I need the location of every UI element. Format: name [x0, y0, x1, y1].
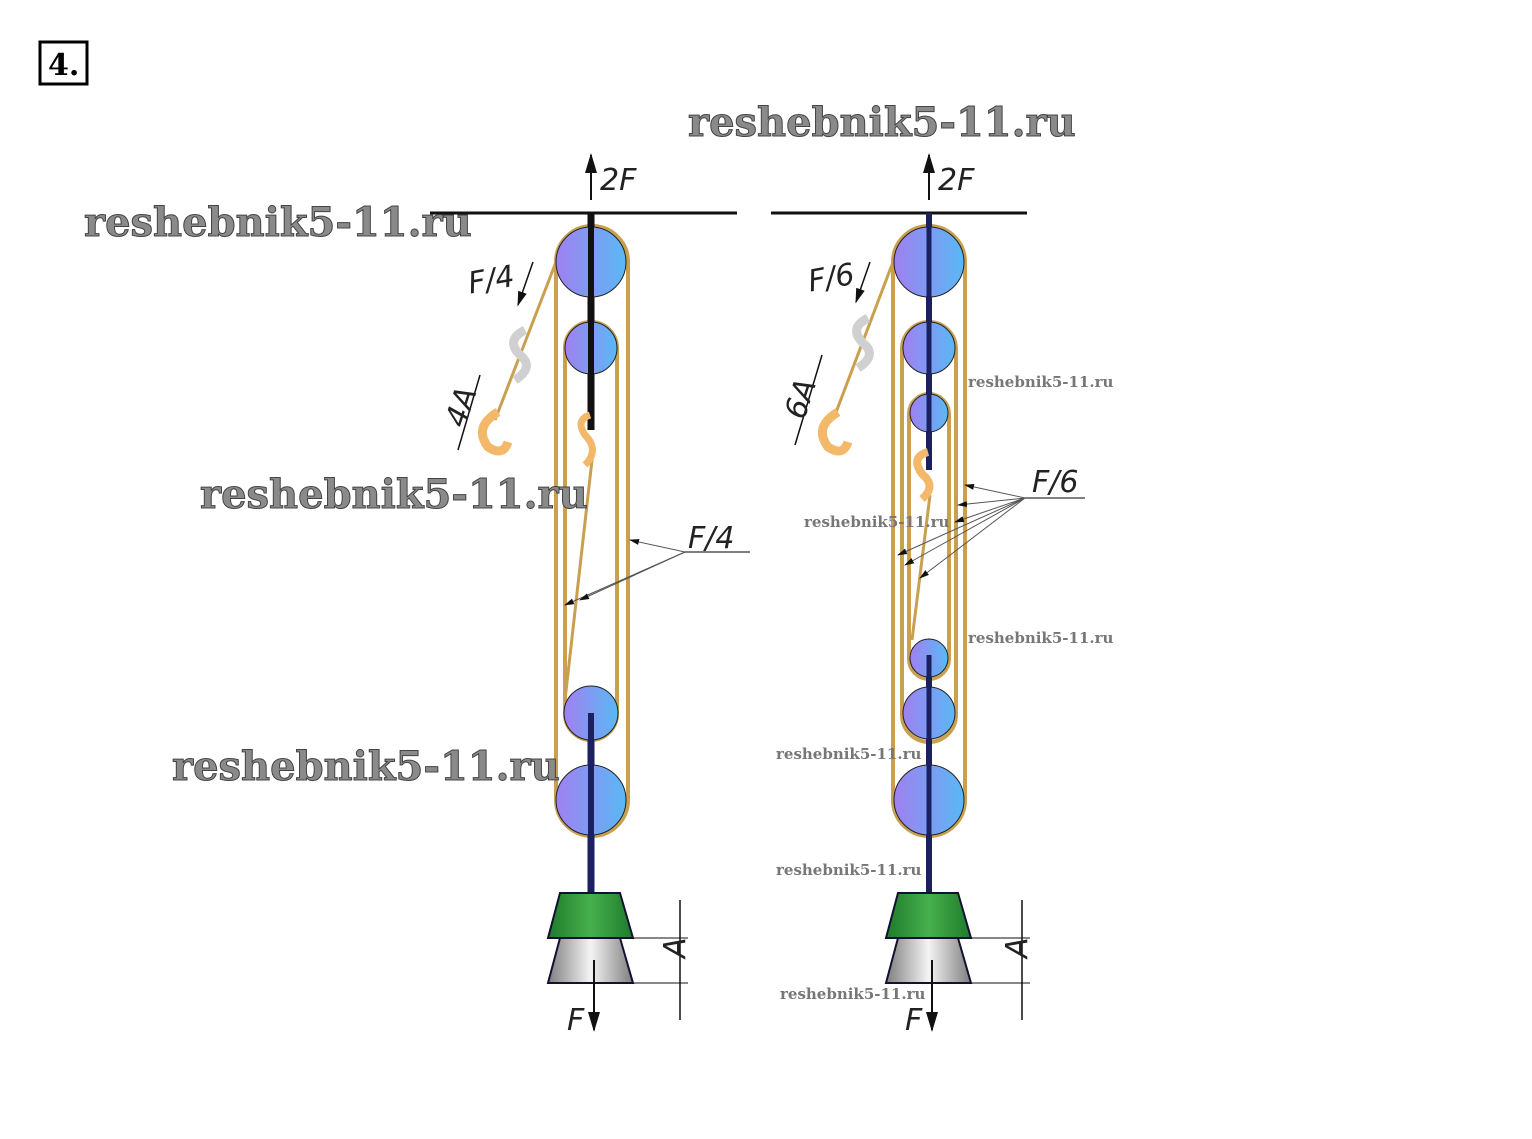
load-force-label: F	[567, 1003, 585, 1038]
pull-rope	[493, 261, 558, 421]
top-force-label: 2F	[938, 163, 975, 198]
hook-end-icon	[477, 408, 513, 456]
watermark: reshebnik5-11.ru	[804, 513, 949, 531]
svg-text:4.: 4.	[48, 48, 79, 83]
left-pulley-system: 2F F/4 4A F/4 F	[430, 153, 750, 1038]
load-force-label: F	[905, 1003, 923, 1038]
right-pulley-system: 2F F/6 6A F/6 F	[771, 153, 1085, 1038]
lift-label: A	[658, 937, 693, 960]
hook-start-icon	[852, 313, 874, 372]
pull-force-label: F/6	[805, 257, 857, 300]
rope-force-label: F/6	[1032, 465, 1078, 500]
lift-label: A	[1000, 937, 1035, 960]
load-initial	[884, 937, 973, 984]
watermark: reshebnik5-11.ru	[780, 985, 925, 1003]
watermark: reshebnik5-11.ru	[968, 373, 1113, 391]
hook-start-icon	[509, 325, 531, 384]
watermarks: reshebnik5-11.ru reshebnik5-11.ru resheb…	[84, 99, 1114, 1004]
load-lifted	[546, 892, 635, 939]
load-lifted	[884, 892, 973, 939]
hook-icon	[913, 448, 934, 503]
rope-force-label: F/4	[688, 521, 734, 556]
watermark: reshebnik5-11.ru	[776, 861, 921, 879]
hook-icon	[577, 411, 596, 468]
watermark: reshebnik5-11.ru	[200, 471, 588, 518]
watermark: reshebnik5-11.ru	[84, 199, 472, 246]
pull-force-label: F/4	[465, 259, 517, 302]
watermark: reshebnik5-11.ru	[172, 743, 560, 790]
hook-end-icon	[817, 408, 853, 456]
pull-distance-label: 4A	[439, 383, 485, 431]
top-force-label: 2F	[600, 163, 637, 198]
problem-number: 4.	[38, 40, 89, 86]
watermark: reshebnik5-11.ru	[688, 99, 1076, 146]
pull-distance-label: 6A	[778, 375, 824, 423]
watermark: reshebnik5-11.ru	[776, 745, 921, 763]
load-initial	[546, 937, 635, 984]
watermark: reshebnik5-11.ru	[968, 629, 1113, 647]
